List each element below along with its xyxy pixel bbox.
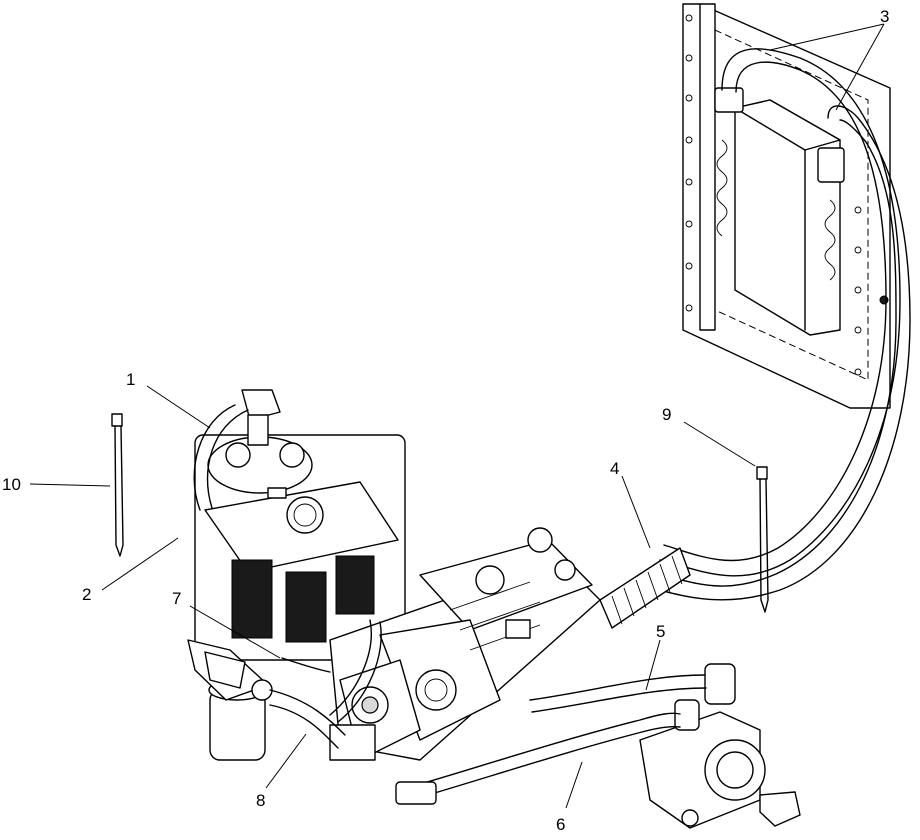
filter-assembly — [194, 389, 406, 661]
cooler-fins — [716, 139, 836, 281]
hose-8 — [269, 689, 346, 736]
cooler-hoses — [639, 48, 911, 601]
hose-5 — [529, 674, 706, 701]
callout-6: 6 — [556, 815, 565, 834]
callout-8: 8 — [256, 791, 265, 810]
hydraulic-motor — [639, 663, 801, 829]
cable-tie-10 — [111, 413, 124, 557]
callout-3: 3 — [880, 7, 889, 26]
hose-1 — [193, 404, 236, 511]
hose-7 — [281, 657, 331, 673]
callout-1: 1 — [126, 370, 135, 389]
callout-labels: 1 2 3 4 5 6 7 8 9 10 — [2, 7, 889, 834]
hose-spiral-guard — [599, 547, 691, 629]
filter-element-pleats — [231, 555, 375, 643]
suction-filter — [187, 639, 273, 761]
callout-9: 9 — [662, 405, 671, 424]
mounting-holes — [685, 14, 862, 376]
callout-4: 4 — [610, 459, 619, 478]
leader-lines — [29, 23, 885, 809]
callout-10: 10 — [2, 475, 21, 494]
cable-tie-9 — [756, 466, 769, 613]
tandem-pump-assembly — [329, 527, 601, 761]
callout-7: 7 — [172, 589, 181, 608]
callout-5: 5 — [656, 622, 665, 641]
hose-6 — [399, 712, 681, 791]
callout-2: 2 — [82, 585, 91, 604]
oil-cooler-assembly — [682, 3, 891, 409]
